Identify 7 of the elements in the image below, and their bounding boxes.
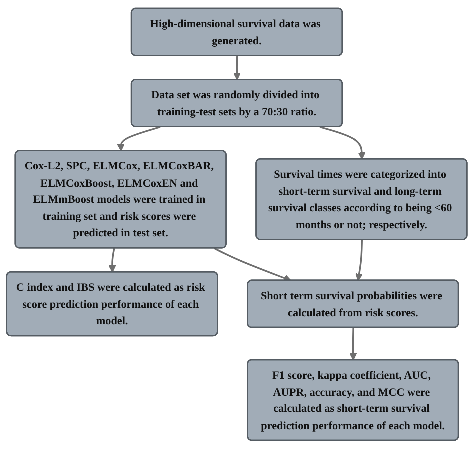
arrow <box>214 248 292 282</box>
arrow <box>117 126 161 152</box>
arrow <box>356 240 364 282</box>
arrow <box>233 56 241 80</box>
arrow <box>108 248 116 273</box>
arrow <box>350 328 358 361</box>
arrow <box>320 126 366 160</box>
